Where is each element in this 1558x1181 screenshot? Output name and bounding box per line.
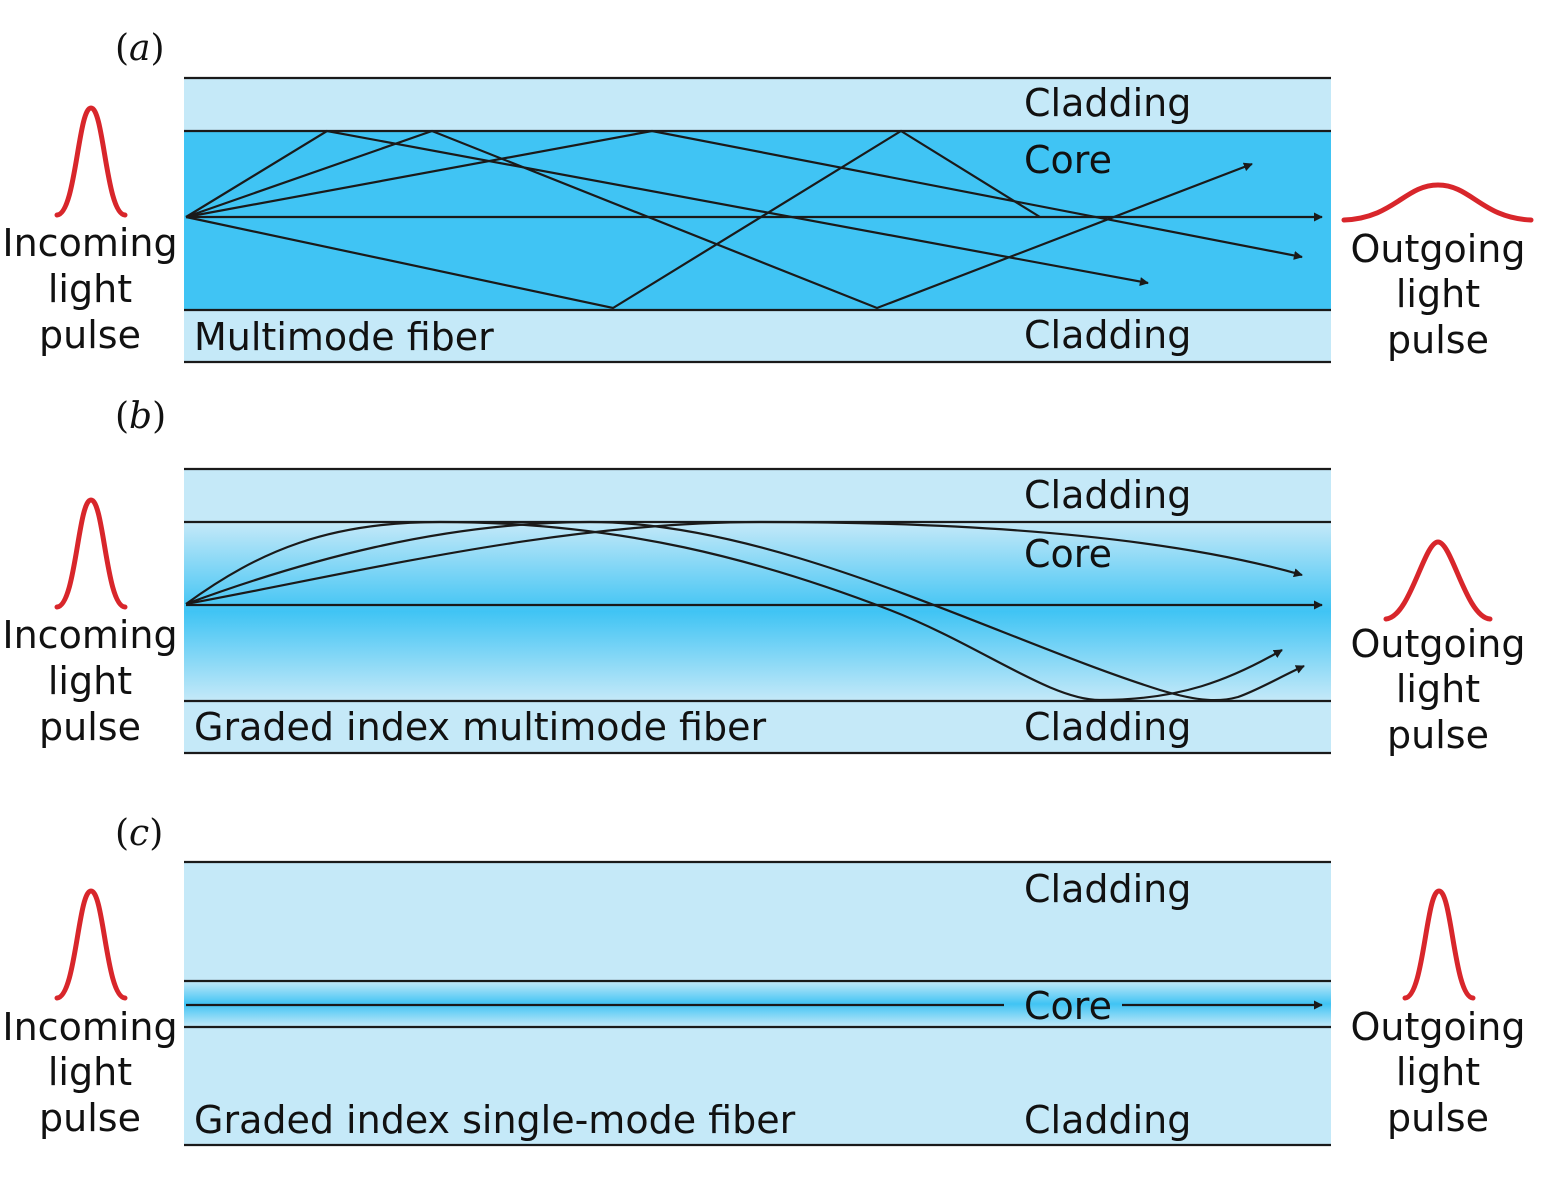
panel-b-outgoing-line-1: Outgoing [1350, 622, 1525, 666]
panel-a-cladding-top-label: Cladding [1024, 81, 1191, 125]
panel-c-outgoing-line-2: light [1396, 1050, 1480, 1094]
panel-c-incoming-line-3: pulse [39, 1096, 141, 1140]
panel-c-cladding-bottom-label: Cladding [1024, 1098, 1191, 1142]
panel-a-fiber-label: Multimode fiber [194, 315, 494, 359]
panel-b-incoming-pulse-icon [54, 497, 128, 610]
panel-b-cladding-top-label: Cladding [1024, 473, 1191, 517]
panel-c-cladding-top-label: Cladding [1024, 867, 1191, 911]
panel-b-outgoing-line-2: light [1396, 667, 1480, 711]
panel-b-incoming-line-1: Incoming [2, 613, 177, 657]
panel-a-outgoing-line-2: light [1396, 272, 1480, 316]
panel-a: (a) Cladding Core Cladding Multimode fib… [2, 28, 1534, 364]
panel-c-incoming-pulse-icon [54, 888, 128, 1001]
panel-a-ray-1 [185, 129, 1149, 286]
panel-b-ray-1 [185, 520, 1283, 702]
panel-b-incoming-line-2: light [48, 659, 132, 703]
panel-a-ray-2 [185, 129, 1253, 310]
panel-c-outgoing-line-3: pulse [1387, 1096, 1489, 1140]
panel-a-core-label: Core [1024, 138, 1112, 182]
panel-a-outgoing-line-3: pulse [1387, 318, 1489, 362]
panel-c-letter: (c) [115, 813, 163, 854]
panel-a-outgoing-pulse-icon [1341, 182, 1534, 223]
panel-b-outgoing-pulse-icon [1383, 539, 1493, 622]
panel-c-incoming-line-1: Incoming [2, 1005, 177, 1049]
panel-b-fiber-label: Graded index multimode fiber [194, 705, 766, 749]
panel-a-incoming-pulse-icon [54, 105, 128, 218]
panel-a-incoming-line-2: light [48, 267, 132, 311]
panel-b-core [184, 522, 1331, 701]
panel-b: (b) Cladding Core Cladding Graded index … [2, 396, 1525, 757]
panel-c-outgoing-pulse-icon [1402, 888, 1476, 1001]
panel-a-ray-3 [185, 129, 1303, 260]
panel-a-incoming-line-1: Incoming [2, 221, 177, 265]
panel-c: (c) Cladding Core Cladding Graded index … [2, 813, 1526, 1147]
panel-b-core-label: Core [1024, 532, 1112, 576]
panel-b-incoming-line-3: pulse [39, 705, 141, 749]
panel-a-outgoing-line-1: Outgoing [1350, 227, 1525, 271]
panel-c-core-label: Core [1024, 984, 1112, 1028]
panel-b-cladding-bottom-label: Cladding [1024, 705, 1191, 749]
panel-b-letter: (b) [115, 396, 166, 437]
panel-c-outgoing-line-1: Outgoing [1350, 1005, 1525, 1049]
panel-a-letter: (a) [115, 28, 165, 69]
panel-b-outgoing-line-3: pulse [1387, 713, 1489, 757]
panel-b-ray-2 [185, 520, 1305, 702]
panel-c-incoming-line-2: light [48, 1050, 132, 1094]
panel-c-fiber-label: Graded index single-mode fiber [194, 1098, 796, 1142]
panel-a-incoming-line-3: pulse [39, 313, 141, 357]
panel-b-ray-3 [185, 520, 1303, 606]
panel-a-ray-4 [185, 129, 1041, 310]
panel-a-cladding-bottom-label: Cladding [1024, 313, 1191, 357]
